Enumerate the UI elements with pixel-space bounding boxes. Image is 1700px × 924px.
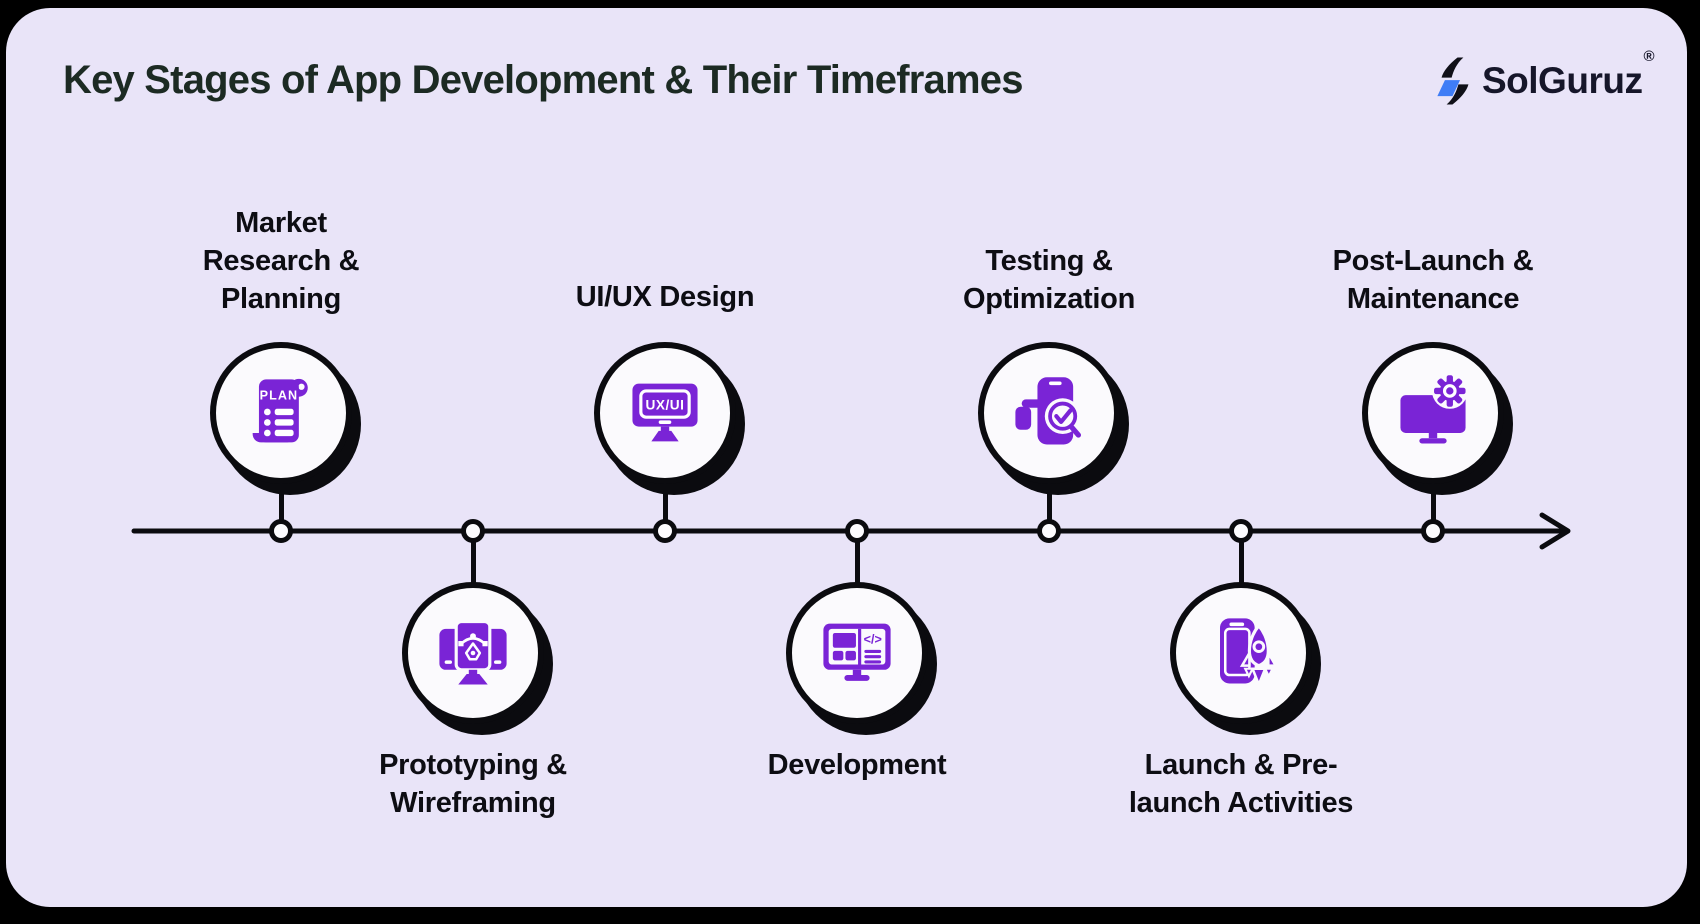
timeline-node <box>269 519 293 543</box>
label-line: launch Activities <box>1128 787 1354 819</box>
label-line: Maintenance <box>1346 283 1520 315</box>
stage-label: Prototyping & Wireframing <box>293 746 653 822</box>
phone-test-check-icon <box>1015 377 1082 445</box>
rocket-phone-icon <box>1220 618 1278 688</box>
code-glyph: </> <box>864 633 882 647</box>
label-line: Wireframing <box>390 787 556 819</box>
label-line: Market <box>235 207 327 239</box>
timeline-node <box>1037 519 1061 543</box>
connector-line <box>1046 480 1052 526</box>
code-monitor-icon: </> <box>823 623 891 681</box>
stage-label: Testing & Optimization <box>869 242 1229 318</box>
stage-icon-badge <box>978 342 1120 484</box>
uxui-text: UX/UI <box>645 397 684 412</box>
timeline-node <box>461 519 485 543</box>
label-line: Testing & <box>985 245 1113 277</box>
timeline-node <box>1421 519 1445 543</box>
gear-monitor-icon <box>1400 373 1468 444</box>
label-line: Research & <box>202 245 360 277</box>
plan-scroll-icon: PLAN <box>252 378 308 443</box>
stage-icon-badge <box>402 582 544 724</box>
label-line: Planning <box>220 283 342 315</box>
stage-icon-badge: </> <box>786 582 928 724</box>
stage-label: Market Research & Planning <box>101 204 461 318</box>
label-line: Optimization <box>962 283 1135 315</box>
plan-text: PLAN <box>260 388 298 402</box>
timeline-node <box>1229 519 1253 543</box>
stage-icon-badge: UX/UI <box>594 342 736 484</box>
stage-icon-badge <box>1362 342 1504 484</box>
label-line: UI/UX Design <box>575 281 755 313</box>
label-line: Development <box>767 749 947 781</box>
label-line: Post-Launch & <box>1332 245 1534 277</box>
timeline-node <box>845 519 869 543</box>
stage-label: UI/UX Design <box>485 278 845 316</box>
solguruz-bolt-icon <box>1437 57 1469 105</box>
connector-line <box>1238 538 1244 584</box>
page-title: Key Stages of App Development & Their Ti… <box>63 58 1023 102</box>
connector-line <box>662 480 668 526</box>
stage-icon-badge: PLAN <box>210 342 352 484</box>
label-line: Launch & Pre- <box>1144 749 1338 781</box>
connector-line <box>1430 480 1436 526</box>
stage-label: Post-Launch & Maintenance <box>1253 242 1613 318</box>
brand-logo: SolGuruz® <box>1434 48 1655 106</box>
infographic-card: Key Stages of App Development & Their Ti… <box>6 8 1687 907</box>
connector-line <box>854 538 860 584</box>
brand-name: SolGuruz® <box>1482 48 1655 102</box>
connector-line <box>278 480 284 526</box>
label-line: Prototyping & <box>379 749 567 781</box>
stage-icon-badge <box>1170 582 1312 724</box>
connector-line <box>470 538 476 584</box>
stage-label: Development <box>677 746 1037 784</box>
brand-name-text: SolGuruz <box>1482 60 1643 101</box>
pen-tool-monitor-icon <box>439 619 507 685</box>
registered-trademark: ® <box>1643 48 1655 65</box>
uxui-monitor-icon: UX/UI <box>632 383 698 442</box>
timeline-node <box>653 519 677 543</box>
stage-label: Launch & Pre- launch Activities <box>1061 746 1421 822</box>
